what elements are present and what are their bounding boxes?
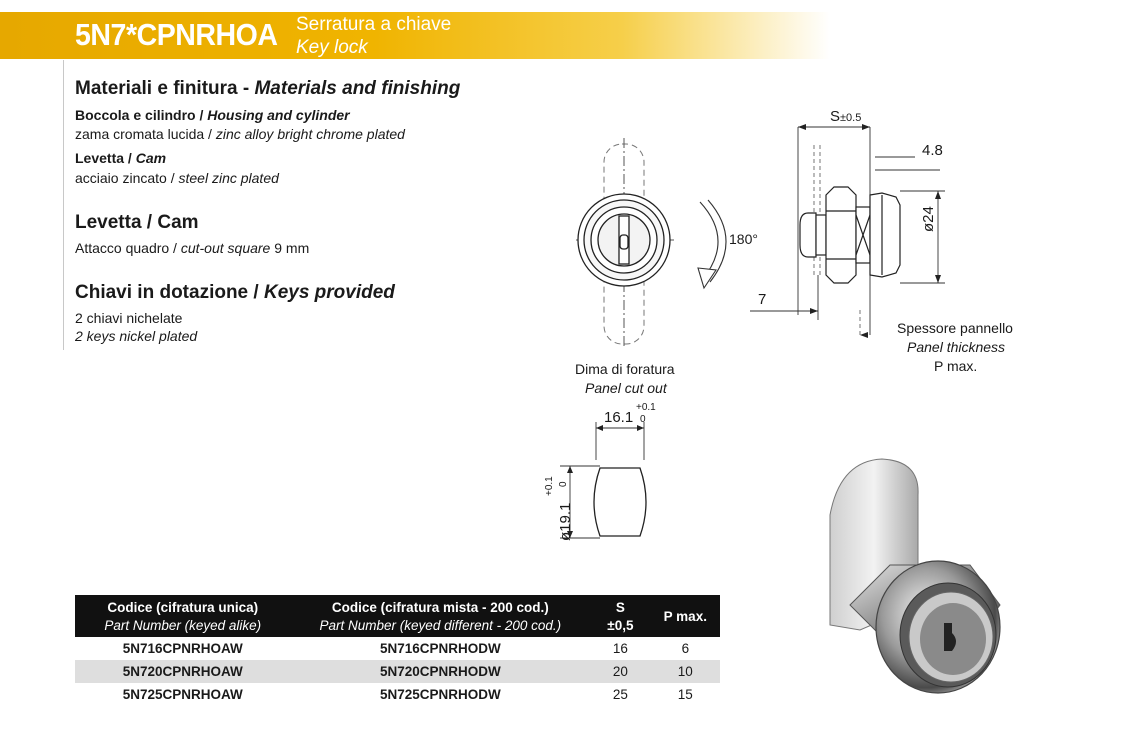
dim-19-1-tol-up: +0.1 <box>544 476 555 496</box>
panel-thickness-en: Panel thickness <box>907 339 1006 355</box>
rotation-label: 180° <box>729 231 758 247</box>
dim-4-8: 4.8 <box>922 142 943 159</box>
cell-s: 25 <box>612 687 628 702</box>
cam-cutout-desc: Attacco quadro / cut-out square 9 mm <box>75 240 309 256</box>
cell-p: 6 <box>681 641 690 656</box>
col-keyed-alike: Codice (cifratura unica) Part Number (ke… <box>75 595 291 637</box>
side-view-drawing <box>750 124 945 338</box>
product-photo <box>829 458 1001 694</box>
title-italian: Serratura a chiave <box>296 14 452 35</box>
col-keyed-different: Codice (cifratura mista - 200 cod.) Part… <box>290 595 591 637</box>
housing-label-it: Boccola e cilindro / <box>75 107 208 123</box>
dim-s-value: S <box>830 108 841 125</box>
dim-diameter-19-1: ø19.1 <box>557 502 574 541</box>
housing-desc-en: zinc alloy bright chrome plated <box>215 126 405 142</box>
dim-diameter-24: ø24 <box>920 206 937 232</box>
col-keyed-different-it: Codice (cifratura mista - 200 cod.) <box>331 600 549 615</box>
title-english: Key lock <box>296 37 368 58</box>
dim-s-tolerance: ±0.5 <box>840 112 862 124</box>
col-keyed-different-en: Part Number (keyed different - 200 cod.) <box>319 618 562 633</box>
cell-alike: 5N716CPNRHOAW <box>122 641 243 656</box>
keys-heading-en: Keys provided <box>263 282 395 303</box>
housing-desc: zama cromata lucida / zinc alloy bright … <box>75 126 405 142</box>
cutout-label-en: Panel cut out <box>585 380 667 396</box>
cam-cutout-it: Attacco quadro / <box>75 240 181 256</box>
panel-thickness-it: Spessore pannello <box>897 320 1013 336</box>
part-number-table: Codice (cifratura unica) Part Number (ke… <box>75 595 720 706</box>
cell-alike: 5N720CPNRHOAW <box>75 660 291 683</box>
col-p-max: P max. <box>650 595 720 637</box>
cell-different: 5N725CPNRHODW <box>379 687 501 702</box>
keys-heading-it: Chiavi in dotazione / <box>75 282 264 303</box>
housing-desc-it: zama cromata lucida / <box>75 126 216 142</box>
cam-label: Levetta / Cam <box>75 150 166 166</box>
housing-label: Boccola e cilindro / Housing and cylinde… <box>75 107 350 123</box>
cell-s: 20 <box>590 660 651 683</box>
title-banner <box>0 12 830 59</box>
panel-cutout-drawing <box>560 422 647 539</box>
materials-heading: Materiali e finitura - Materials and fin… <box>75 78 460 100</box>
table-row: 5N725CPNRHOAW 5N725CPNRHODW 25 15 <box>75 683 720 706</box>
table-row: 5N716CPNRHOAW 5N716CPNRHODW 16 6 <box>75 637 720 660</box>
dim-19-1-tol-low: 0 <box>558 481 569 487</box>
cam-label-it: Levetta / <box>75 150 136 166</box>
keys-line-en: 2 keys nickel plated <box>75 328 198 344</box>
cutout-label-it: Dima di foratura <box>575 361 675 377</box>
table-row: 5N720CPNRHOAW 5N720CPNRHODW 20 10 <box>75 660 720 683</box>
col-s: S ±0,5 <box>590 595 651 637</box>
panel-p-max: P max. <box>934 358 978 374</box>
divider-line <box>63 60 64 350</box>
col-s-tolerance: ±0,5 <box>607 618 634 633</box>
housing-label-en: Housing and cylinder <box>207 107 350 123</box>
col-p-max-label: P max. <box>663 609 707 624</box>
col-s-label: S <box>615 600 625 615</box>
materials-heading-it: Materiali e finitura - <box>75 78 255 99</box>
cam-cutout-value: 9 mm <box>270 240 310 256</box>
materials-heading-en: Materials and finishing <box>254 78 461 99</box>
cam-label-en: Cam <box>135 150 167 166</box>
dim-s: S±0.5 <box>830 108 861 125</box>
keys-heading: Chiavi in dotazione / Keys provided <box>75 282 395 304</box>
col-keyed-alike-en: Part Number (keyed alike) <box>104 618 262 633</box>
cell-alike: 5N725CPNRHOAW <box>122 687 243 702</box>
front-view-drawing <box>576 138 727 348</box>
cam-cutout-en: cut-out square <box>180 240 271 256</box>
dim-16-1-tol-up: +0.1 <box>636 402 656 413</box>
dim-16-1-tol-low: 0 <box>640 414 646 425</box>
cell-s: 16 <box>612 641 628 656</box>
table-header-row: Codice (cifratura unica) Part Number (ke… <box>75 595 720 637</box>
cell-different: 5N716CPNRHODW <box>379 641 501 656</box>
dim-7: 7 <box>758 291 767 308</box>
cell-p: 10 <box>650 660 720 683</box>
product-code: 5N7*CPNRHOA <box>75 17 278 52</box>
cam-desc: acciaio zincato / steel zinc plated <box>75 170 279 186</box>
cell-p: 15 <box>677 687 693 702</box>
keys-line-it: 2 chiavi nichelate <box>75 310 183 326</box>
col-keyed-alike-it: Codice (cifratura unica) <box>107 600 259 615</box>
cam-desc-en: steel zinc plated <box>178 170 279 186</box>
cam-desc-it: acciaio zincato / <box>75 170 179 186</box>
cam-heading: Levetta / Cam <box>75 212 199 233</box>
dim-16-1: 16.1 <box>604 409 634 426</box>
cell-different: 5N720CPNRHODW <box>290 660 591 683</box>
